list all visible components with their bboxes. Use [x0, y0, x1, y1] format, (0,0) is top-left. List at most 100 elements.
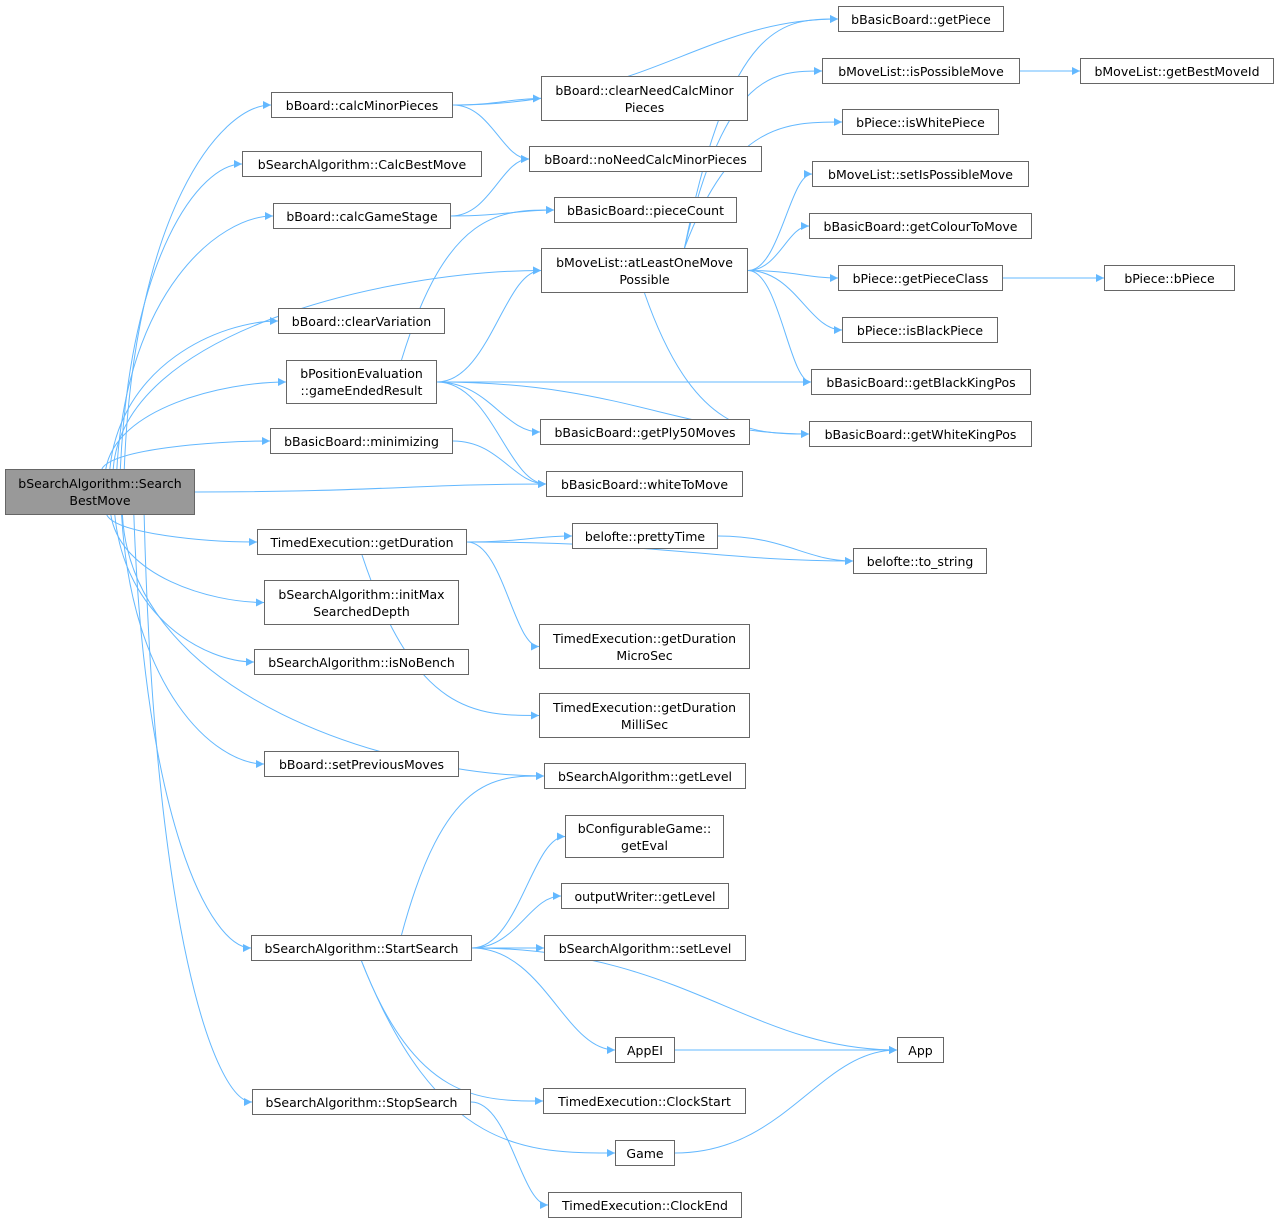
graph-node-piece-class[interactable]: bPiece::getPieceClass — [838, 265, 1003, 291]
graph-node-app[interactable]: App — [897, 1037, 944, 1063]
node-label: bBoard::calcGameStage — [286, 208, 438, 224]
graph-node-ply50[interactable]: bBasicBoard::getPly50Moves — [540, 419, 750, 445]
graph-node-get-duration[interactable]: TimedExecution::getDuration — [257, 529, 467, 555]
graph-node-game-ended[interactable]: bPositionEvaluation::gameEndedResult — [286, 360, 437, 404]
edge-atLeast-to-setIsPossible — [747, 170, 813, 271]
edge-gameEnded-to-atLeast — [436, 266, 542, 383]
graph-node-piece-count[interactable]: bBasicBoard::pieceCount — [554, 197, 737, 223]
graph-node-set-is-possible[interactable]: bMoveList::setIsPossibleMove — [812, 161, 1029, 187]
node-label: getEval — [621, 837, 668, 853]
graph-node-app-e-i[interactable]: AppEI — [615, 1037, 675, 1063]
graph-node-best-move-id[interactable]: bMoveList::getBestMoveId — [1080, 58, 1274, 84]
node-label: SearchedDepth — [313, 603, 410, 619]
node-label: bBoard::clearVariation — [291, 313, 432, 329]
graph-node-start-search[interactable]: bSearchAlgorithm::StartSearch — [251, 935, 472, 961]
node-label: TimedExecution::ClockStart — [558, 1093, 731, 1109]
edge-calcMinor-to-getPiece — [452, 15, 839, 106]
node-label: bPiece::isWhitePiece — [856, 114, 985, 130]
node-label: TimedExecution::ClockEnd — [561, 1197, 728, 1213]
edge-calcMinor-to-clearNeed — [452, 94, 542, 106]
graph-node-set-prev[interactable]: bBoard::setPreviousMoves — [264, 751, 459, 777]
node-label: bBasicBoard::getPly50Moves — [554, 424, 736, 440]
graph-node-set-level[interactable]: bSearchAlgorithm::setLevel — [544, 935, 746, 961]
node-label: bBasicBoard::minimizing — [284, 433, 439, 449]
graph-node-clock-start[interactable]: TimedExecution::ClockStart — [543, 1088, 746, 1114]
graph-node-is-black[interactable]: bPiece::isBlackPiece — [842, 317, 998, 343]
graph-node-calc-minor[interactable]: bBoard::calcMinorPieces — [271, 92, 453, 118]
node-label: bSearchAlgorithm::CalcBestMove — [257, 156, 467, 172]
edge-sbm-to-initMax — [110, 514, 265, 607]
graph-node-stop-search[interactable]: bSearchAlgorithm::StopSearch — [252, 1089, 471, 1115]
node-label: bBasicBoard::getBlackKingPos — [826, 374, 1016, 390]
graph-node-clock-end[interactable]: TimedExecution::ClockEnd — [548, 1192, 742, 1218]
edge-atLeast-to-colourToMove — [747, 222, 810, 271]
node-label: bBoard::clearNeedCalcMinor — [555, 82, 734, 98]
node-label: TimedExecution::getDuration — [552, 630, 737, 646]
edge-startSearch-to-getEval — [471, 832, 566, 949]
graph-node-white-king[interactable]: bBasicBoard::getWhiteKingPos — [809, 421, 1032, 447]
node-label: bSearchAlgorithm::getLevel — [557, 768, 733, 784]
edge-getDuration-to-toString — [466, 541, 854, 565]
edge-calcStage-to-noNeed — [450, 155, 530, 217]
graph-node-get-level[interactable]: bSearchAlgorithm::getLevel — [544, 763, 746, 789]
graph-node-black-king[interactable]: bBasicBoard::getBlackKingPos — [811, 369, 1031, 395]
node-label: App — [908, 1042, 933, 1058]
node-label: bSearchAlgorithm::StartSearch — [264, 940, 459, 956]
graph-node-white-to-move[interactable]: bBasicBoard::whiteToMove — [546, 471, 743, 497]
edge-sbm-to-clearVar — [109, 317, 279, 470]
edge-atLeast-to-blackKing — [747, 270, 812, 386]
edge-sbm-to-getLevel — [121, 514, 545, 780]
node-label: bBasicBoard::getWhiteKingPos — [824, 426, 1017, 442]
edge-gameEnded-to-whiteKing — [436, 381, 810, 438]
graph-node-calc-best[interactable]: bSearchAlgorithm::CalcBestMove — [242, 151, 482, 177]
node-label: bSearchAlgorithm::initMax — [278, 586, 445, 602]
edge-gameEnded-to-pieceCount — [401, 206, 555, 361]
edge-gameEnded-to-ply50 — [436, 381, 541, 436]
edge-sbm-to-gameEnded — [105, 378, 287, 470]
edge-sbm-to-setPrev — [121, 514, 265, 768]
edge-sbm-to-calcBest — [119, 160, 243, 470]
node-label: bBoard::noNeedCalcMinorPieces — [544, 151, 747, 167]
node-label: BestMove — [69, 493, 131, 508]
node-label: bPiece::bPiece — [1124, 270, 1215, 286]
node-label: bMoveList::setIsPossibleMove — [828, 166, 1013, 182]
graph-node-clear-var[interactable]: bBoard::clearVariation — [278, 308, 445, 334]
graph-node-get-piece[interactable]: bBasicBoard::getPiece — [838, 6, 1004, 32]
edge-gameEnded-to-whiteToMove — [436, 381, 547, 488]
graph-node-is-white[interactable]: bPiece::isWhitePiece — [842, 109, 999, 135]
graph-node-game[interactable]: Game — [615, 1140, 675, 1166]
node-label: TimedExecution::getDuration — [270, 534, 454, 550]
edge-game-to-app — [674, 1046, 898, 1154]
edge-sbm-to-whiteToMove — [194, 480, 547, 493]
graph-node-ow-level[interactable]: outputWriter::getLevel — [561, 883, 729, 909]
graph-node-to-string[interactable]: belofte::to_string — [853, 548, 987, 574]
node-label: bMoveList::getBestMoveId — [1094, 63, 1260, 79]
graph-node-pretty-time[interactable]: belofte::prettyTime — [572, 523, 718, 549]
graph-node-no-need[interactable]: bBoard::noNeedCalcMinorPieces — [529, 146, 762, 172]
edge-atLeast-to-isBlack — [747, 270, 843, 334]
node-label: bPiece::isBlackPiece — [856, 322, 984, 338]
graph-node-is-possible[interactable]: bMoveList::isPossibleMove — [822, 58, 1020, 84]
edge-minimizing-to-whiteToMove — [452, 440, 547, 488]
graph-node-calc-stage[interactable]: bBoard::calcGameStage — [273, 203, 451, 229]
graph-node-is-no-bench[interactable]: bSearchAlgorithm::isNoBench — [254, 649, 469, 675]
node-label: bBoard::calcMinorPieces — [285, 97, 439, 113]
node-label: Pieces — [624, 99, 665, 115]
node-label: ::gameEndedResult — [300, 383, 423, 398]
node-label: bSearchAlgorithm::isNoBench — [268, 654, 455, 670]
graph-node-colour-to-move[interactable]: bBasicBoard::getColourToMove — [809, 213, 1032, 239]
node-label: outputWriter::getLevel — [574, 888, 716, 904]
edge-getDuration-to-prettyTime — [466, 532, 573, 543]
edge-sbm-to-isNoBench — [114, 514, 255, 666]
node-label: MicroSec — [616, 647, 673, 663]
graph-node-get-eval[interactable]: bConfigurableGame::getEval — [565, 815, 724, 858]
graph-node-b-piece[interactable]: bPiece::bPiece — [1104, 265, 1235, 291]
graph-node-minimizing[interactable]: bBasicBoard::minimizing — [270, 428, 453, 454]
